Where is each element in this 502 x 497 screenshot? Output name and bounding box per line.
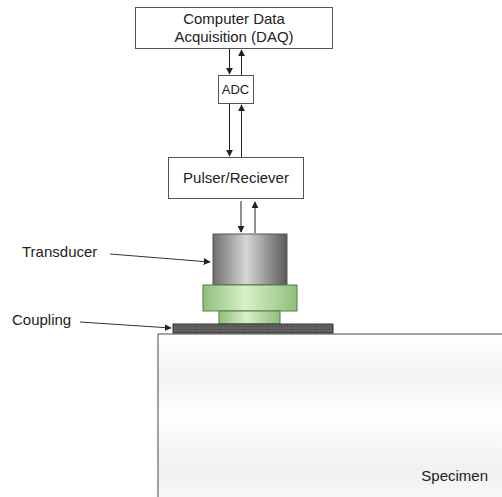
transducer-housing xyxy=(213,234,287,285)
leader-line xyxy=(80,322,171,328)
part-label: Transducer xyxy=(22,243,97,260)
specimen-body xyxy=(158,334,502,497)
node-text: ADC xyxy=(222,82,249,98)
node-text: Specimen xyxy=(421,467,488,485)
coupling-layer xyxy=(173,324,333,333)
computer-box: Computer Data Acquisition (DAQ) xyxy=(135,7,333,49)
adc-box: ADC xyxy=(218,75,254,104)
node-text: Pulser/Reciever xyxy=(183,169,289,187)
part-label: Coupling xyxy=(12,311,71,328)
leader-line xyxy=(110,254,210,262)
signal-arrow xyxy=(241,105,242,157)
signal-arrow xyxy=(241,50,242,75)
signal-arrow xyxy=(229,49,230,74)
transducer-collar xyxy=(203,285,297,311)
signal-arrow xyxy=(229,104,230,156)
signal-arrow xyxy=(255,202,256,233)
pulser-receiver-box: Pulser/Reciever xyxy=(168,157,304,199)
specimen-outline xyxy=(158,334,502,497)
specimen-block: Specimen xyxy=(158,334,502,497)
signal-arrow xyxy=(241,201,242,232)
transducer-face xyxy=(219,311,280,324)
node-text: Computer Data Acquisition (DAQ) xyxy=(159,10,309,46)
